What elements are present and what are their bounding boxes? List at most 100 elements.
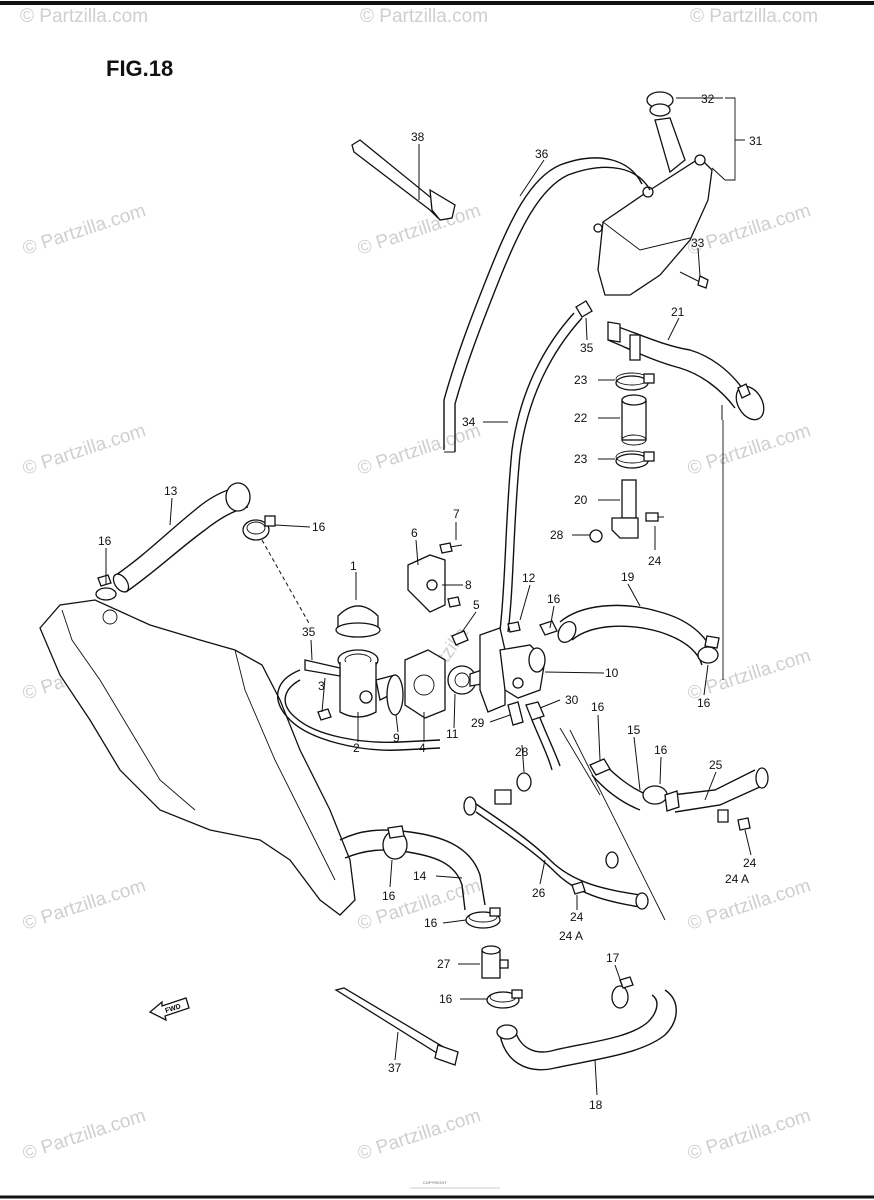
callout-34: 34 xyxy=(462,415,476,429)
callout-15: 15 xyxy=(627,723,641,737)
hose-2-drawing xyxy=(277,669,441,751)
callout-6: 6 xyxy=(411,526,418,540)
tie-37-drawing xyxy=(334,987,459,1066)
dashed-guide xyxy=(261,539,311,626)
callout-4: 4 xyxy=(419,741,426,755)
callout-24-right: 24 xyxy=(743,856,757,870)
callout-8: 8 xyxy=(465,578,472,592)
guide-line-16 xyxy=(559,727,601,796)
bracket-6-drawing xyxy=(407,542,463,613)
hose-15-drawing xyxy=(589,758,668,811)
sensor-29-30-drawing xyxy=(507,701,561,771)
callout-1: 1 xyxy=(350,559,357,573)
watermark: © Partzilla.com xyxy=(690,6,818,27)
callout-16-left: 16 xyxy=(98,534,112,548)
bracket-31 xyxy=(725,97,745,181)
callout-35-left: 35 xyxy=(302,625,316,639)
pipe-26-drawing xyxy=(463,789,649,910)
hose-34-drawing-edge xyxy=(507,317,583,633)
callout-24a-mid: 24 A xyxy=(559,929,583,943)
callout-18: 18 xyxy=(589,1098,603,1112)
watermark: © Partzilla.com xyxy=(355,420,483,480)
callout-17: 17 xyxy=(606,951,620,965)
watermark: © Partzilla.com xyxy=(685,420,813,480)
hose-19-drawing xyxy=(539,604,720,666)
callout-16-center: 16 xyxy=(547,592,561,606)
footer-copyright: COPYRIGHT xyxy=(423,1180,447,1185)
callout-24-top: 24 xyxy=(648,554,662,568)
callout-37: 37 xyxy=(388,1061,402,1075)
callout-23-bottom: 23 xyxy=(574,452,588,466)
tie-38-drawing xyxy=(351,139,456,221)
clamp-35-drawing xyxy=(575,300,593,318)
callout-12: 12 xyxy=(522,571,536,585)
callout-16-top: 16 xyxy=(312,520,326,534)
hose-2-drawing-edge xyxy=(284,679,441,743)
reservoir-tank-drawing xyxy=(593,91,713,296)
callout-11: 11 xyxy=(446,727,459,741)
callout-14: 14 xyxy=(413,869,427,883)
watermark: © Partzilla.com xyxy=(20,6,148,27)
watermark: © Partzilla.com xyxy=(355,200,483,260)
callout-26: 26 xyxy=(532,886,546,900)
leader-lines xyxy=(105,144,752,1096)
callout-28-top: 28 xyxy=(550,528,564,542)
hose-14-drawing xyxy=(339,825,486,911)
watermark: © Partzilla.com xyxy=(355,1105,483,1165)
callout-21: 21 xyxy=(671,305,685,319)
watermark: © Partzilla.com xyxy=(20,1105,148,1165)
clamp-23-lower-drawing xyxy=(615,450,655,469)
callout-27: 27 xyxy=(437,957,451,971)
callout-19: 19 xyxy=(621,570,635,584)
watermark: © Partzilla.com xyxy=(685,875,813,935)
leader-31b xyxy=(711,167,726,181)
oring-28-lower-drawing xyxy=(516,772,532,792)
figure-title: FIG.18 xyxy=(106,56,173,81)
clamp-16-mid-drawing xyxy=(465,907,501,929)
clamp-16-top-drawing xyxy=(242,515,276,541)
callout-16-bottom-left: 16 xyxy=(382,889,396,903)
callout-7: 7 xyxy=(453,507,460,521)
forward-label: FWD xyxy=(164,1003,181,1015)
callout-22: 22 xyxy=(574,411,588,425)
callout-29: 29 xyxy=(471,716,485,730)
callout-38: 38 xyxy=(411,130,425,144)
watermark: © Partzilla.com xyxy=(20,875,148,935)
gasket-9-drawing xyxy=(386,674,404,716)
hose-18-drawing xyxy=(496,976,677,1071)
fitting-27-drawing xyxy=(481,945,509,979)
callout-31: 31 xyxy=(749,134,763,148)
hose-21-drawing xyxy=(607,321,765,421)
watermark: © Partzilla.com xyxy=(360,6,488,27)
callout-9: 9 xyxy=(393,731,400,745)
thermostat-11-drawing xyxy=(447,665,483,695)
callout-2: 2 xyxy=(353,741,360,755)
callout-33: 33 xyxy=(691,236,705,250)
hose-13-drawing xyxy=(95,482,251,601)
callout-32: 32 xyxy=(701,92,715,106)
callout-5: 5 xyxy=(473,598,480,612)
callout-16-15: 16 xyxy=(654,743,668,757)
hose-36-drawing xyxy=(443,157,643,450)
watermark: © Partzilla.com xyxy=(685,1105,813,1165)
callout-16-mid: 16 xyxy=(424,916,438,930)
callout-28-mid: 28 xyxy=(515,745,529,759)
radiator-cap-1-drawing xyxy=(335,605,381,638)
callout-35-top: 35 xyxy=(580,341,594,355)
callout-3: 3 xyxy=(318,679,325,693)
callout-36: 36 xyxy=(535,147,549,161)
watermark: © Partzilla.com xyxy=(20,200,148,260)
pipe-25-drawing xyxy=(664,767,769,831)
callout-24a-right: 24 A xyxy=(725,872,749,886)
callout-25: 25 xyxy=(709,758,723,772)
callout-30: 30 xyxy=(565,693,579,707)
pipe-22-drawing xyxy=(621,394,647,446)
callout-20: 20 xyxy=(574,493,588,507)
callout-13: 13 xyxy=(164,484,178,498)
hose-34-drawing xyxy=(499,312,575,631)
guide-line-30 xyxy=(569,729,666,921)
forward-direction-arrow: FWD xyxy=(148,997,190,1022)
fitting-20-drawing xyxy=(589,479,664,543)
